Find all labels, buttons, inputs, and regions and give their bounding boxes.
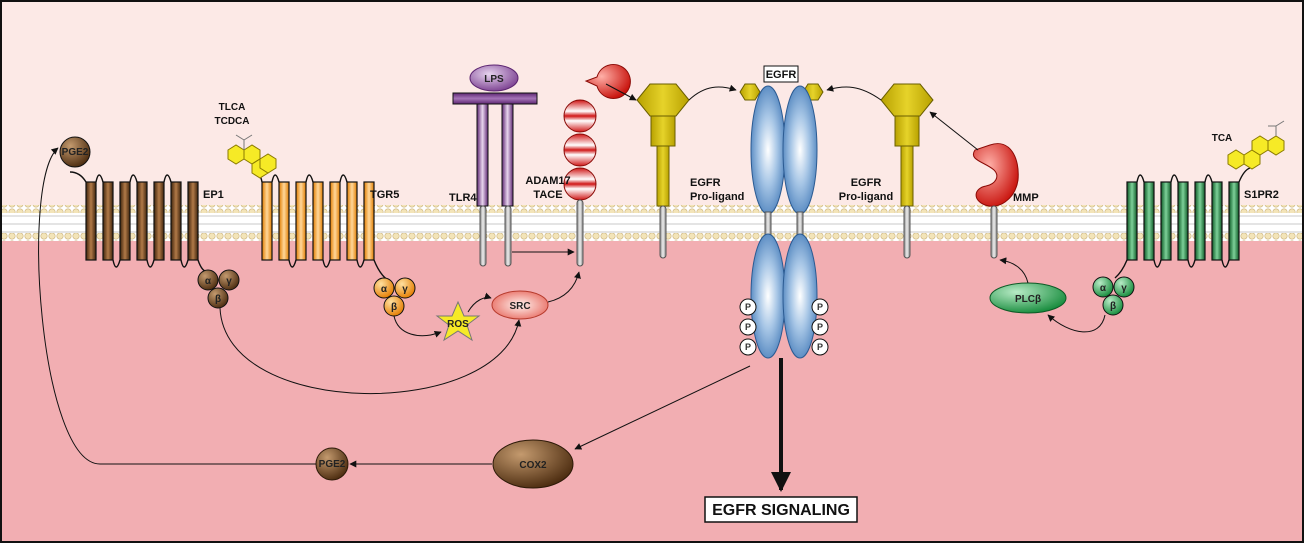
egfr-pro-ligand-right: EGFR Pro-ligand	[839, 83, 934, 259]
tlca-label: TLCA	[219, 102, 246, 113]
tlr4-label: TLR4	[449, 192, 477, 204]
ros-star: ROS	[435, 300, 481, 342]
lps-label: LPS	[484, 74, 504, 85]
lps-molecule: LPS	[469, 64, 519, 92]
tgr5-receptor: TGR5	[254, 171, 399, 281]
egfr-pro-right-2: Pro-ligand	[839, 191, 893, 203]
g-alpha-label: α	[205, 276, 212, 287]
g-gamma-label: γ	[1121, 283, 1127, 294]
phospho-label: P	[817, 322, 823, 332]
egfr-pro-left-1: EGFR	[690, 177, 721, 189]
g-gamma-label: γ	[402, 284, 408, 295]
tcdca-label: TCDCA	[215, 116, 250, 127]
pge2-top-label: PGE2	[62, 147, 89, 158]
egfr-dimer: EGFR P P P P P P	[739, 65, 829, 359]
src-kinase: SRC	[491, 290, 549, 320]
pge2-bottom: PGE2	[315, 447, 349, 481]
bile-acid-tlca-molecule	[227, 134, 277, 179]
egfr-pro-right-1: EGFR	[851, 177, 882, 189]
src-label: SRC	[509, 301, 530, 312]
tlr4-receptor: TLR4	[449, 92, 538, 267]
adam17-label: ADAM17	[525, 175, 570, 187]
g-beta-label: β	[1110, 301, 1116, 312]
g-beta-label: β	[215, 294, 221, 305]
bile-acid-tca-molecule	[1227, 120, 1285, 170]
egfr-pro-ligand-left: EGFR Pro-ligand	[636, 83, 744, 259]
ros-label: ROS	[447, 319, 469, 330]
plcb-label: PLCβ	[1015, 294, 1041, 305]
ep1-g-protein: α γ β	[197, 269, 240, 309]
pge2-ligand-top: PGE2	[59, 136, 91, 168]
tace-label: TACE	[533, 189, 562, 201]
adam17-tace: ADAM17 TACE	[525, 64, 631, 267]
tgr5-label: TGR5	[370, 189, 399, 201]
ep1-receptor: EP1	[69, 171, 224, 273]
s1pr2-label: S1PR2	[1244, 189, 1279, 201]
s1pr2-receptor: S1PR2	[1114, 167, 1279, 279]
egfr-signaling-label: EGFR SIGNALING	[712, 502, 850, 519]
cox2-enzyme: COX2	[492, 439, 574, 489]
plasma-membrane	[1, 205, 1303, 241]
egfr-signaling-box: EGFR SIGNALING	[704, 496, 858, 523]
pathway-arrows	[38, 83, 1106, 468]
phospho-label: P	[817, 302, 823, 312]
tgr5-g-protein: α γ β	[373, 277, 416, 317]
g-gamma-label: γ	[226, 276, 232, 287]
egfr-pro-left-2: Pro-ligand	[690, 191, 744, 203]
phospho-label: P	[817, 342, 823, 352]
g-beta-label: β	[391, 302, 397, 313]
phospho-label: P	[745, 322, 751, 332]
s1pr2-g-protein: α γ β	[1092, 276, 1135, 316]
egfr-label: EGFR	[766, 69, 797, 81]
g-alpha-label: α	[1100, 283, 1107, 294]
mmp-protease: MMP	[972, 143, 1039, 259]
cox2-label: COX2	[519, 460, 547, 471]
g-alpha-label: α	[381, 284, 388, 295]
phospho-label: P	[745, 302, 751, 312]
plcb-enzyme: PLCβ	[989, 282, 1067, 314]
tca-label: TCA	[1212, 133, 1233, 144]
pge2-bottom-label: PGE2	[319, 459, 346, 470]
ep1-label: EP1	[203, 189, 224, 201]
mmp-label: MMP	[1013, 192, 1039, 204]
phospho-label: P	[745, 342, 751, 352]
egf-ligand-left	[739, 83, 761, 101]
